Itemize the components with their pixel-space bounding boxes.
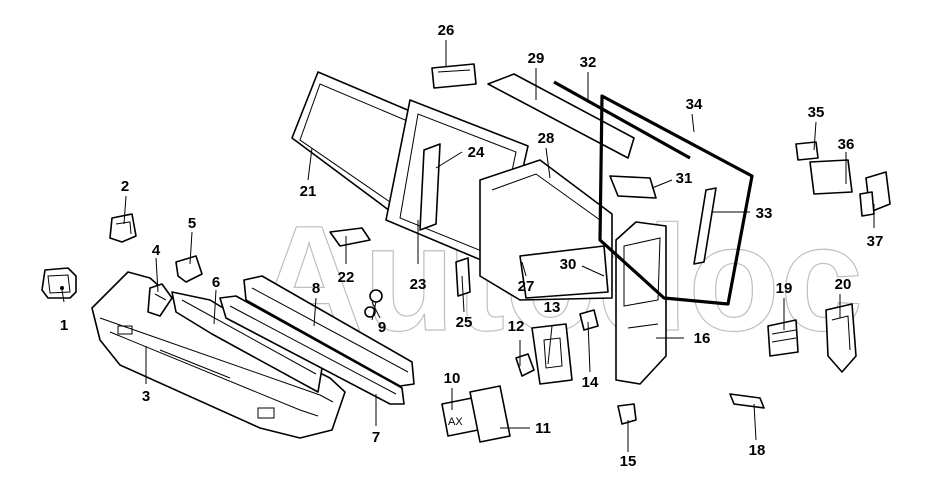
callout-8: 8 [312, 280, 320, 297]
part-29-roof-strip [487, 73, 635, 159]
callout-23: 23 [410, 276, 427, 293]
callout-22: 22 [338, 269, 355, 286]
part-34-window-seal [598, 94, 754, 306]
callout-leaders [61, 40, 875, 452]
callout-11: 11 [535, 420, 551, 437]
callout-34: 34 [686, 96, 703, 113]
callout-24: 24 [468, 144, 485, 161]
part-8-cross-member [243, 275, 415, 387]
callout-21: 21 [300, 183, 317, 200]
callout-36: 36 [838, 136, 855, 153]
callout-27: 27 [518, 278, 535, 295]
part-25-bracket [455, 257, 471, 297]
callout-13: 13 [544, 299, 561, 316]
callout-16: 16 [694, 330, 711, 347]
callout-25: 25 [456, 314, 473, 331]
part-6-reinforcement [171, 291, 323, 393]
callout-4: 4 [152, 242, 161, 259]
callout-14: 14 [582, 374, 599, 391]
part-24-pillar-trim [419, 143, 441, 231]
part-15-clip [617, 403, 637, 425]
callout-6: 6 [212, 274, 220, 291]
callout-9: 9 [378, 319, 386, 336]
callout-1: 1 [60, 317, 68, 334]
callout-30: 30 [560, 256, 577, 273]
callout-10: 10 [444, 370, 461, 387]
callout-29: 29 [528, 50, 545, 67]
part-30-door-frame [519, 245, 609, 299]
callout-19: 19 [776, 280, 793, 297]
part-19-coil [767, 319, 799, 357]
part-4-bracket [147, 283, 173, 317]
callout-15: 15 [620, 453, 637, 470]
callout-labels: 1 2 3 4 5 6 7 8 9 10 11 12 13 14 15 16 1… [60, 22, 855, 470]
part-13-bracket-plate [531, 323, 573, 385]
callout-26: 26 [438, 22, 455, 39]
part-22-bracket [329, 227, 371, 247]
part-5-bracket [175, 255, 203, 283]
part-20-duct [825, 303, 857, 373]
callout-20: 20 [835, 276, 852, 293]
callout-35: 35 [808, 104, 825, 121]
callout-2: 2 [121, 178, 129, 195]
part-33-trim-strip [693, 187, 717, 265]
part-1-fog-lamp [41, 267, 77, 299]
part-26-visor-clip [431, 63, 477, 89]
part-32-seal [553, 80, 691, 160]
part-36-bracket [809, 159, 853, 195]
callout-28: 28 [538, 130, 555, 147]
part-11-plate-holder [469, 385, 511, 443]
callout-32: 32 [580, 54, 597, 71]
plate-text: AX [448, 416, 463, 428]
callout-18: 18 [749, 442, 766, 459]
part-35-clip [795, 141, 819, 161]
part-7-lower-rail [219, 295, 405, 405]
part-37-latch [859, 191, 875, 217]
part-16-pillar-panel [615, 221, 667, 385]
callout-5: 5 [188, 215, 196, 232]
callout-12: 12 [508, 318, 525, 335]
part-9-lock [364, 289, 383, 321]
part-14-clip [579, 309, 599, 331]
callout-3: 3 [142, 388, 150, 405]
part-2-bracket [109, 213, 137, 243]
callout-33: 33 [756, 205, 773, 222]
callout-7: 7 [372, 429, 380, 446]
callout-31: 31 [676, 170, 693, 187]
part-31-bracket [609, 175, 657, 199]
part-18-hinge-pin [729, 393, 765, 409]
callout-37: 37 [867, 233, 884, 250]
